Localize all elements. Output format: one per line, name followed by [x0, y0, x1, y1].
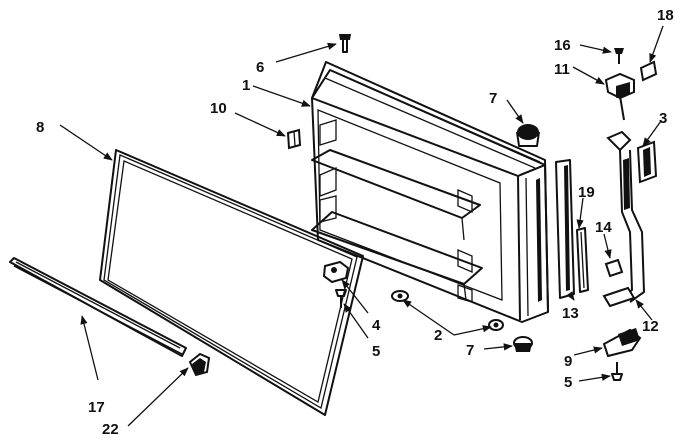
door-trim-strip [9, 257, 187, 357]
callout-5-right: 5 [564, 374, 572, 391]
callout-9: 9 [564, 353, 572, 370]
hinge-shim [639, 60, 658, 82]
pivot-washers [391, 290, 504, 331]
callout-8: 8 [36, 119, 44, 136]
callout-1: 1 [242, 77, 250, 94]
cap-button-top [516, 124, 540, 147]
callout-13: 13 [562, 305, 579, 322]
callout-3: 3 [659, 110, 667, 127]
callout-10: 10 [210, 100, 227, 117]
handle-insert [576, 227, 589, 293]
callout-2: 2 [434, 327, 442, 344]
callout-18: 18 [657, 7, 674, 24]
callout-16: 16 [554, 37, 571, 54]
bottom-hinge [602, 328, 642, 381]
callout-5-left: 5 [372, 343, 380, 360]
callout-6: 6 [256, 59, 264, 76]
handle-strip [555, 159, 575, 299]
callout-7-top: 7 [489, 90, 497, 107]
hinge-bracket [602, 95, 645, 308]
plug-button [286, 128, 302, 150]
callout-17: 17 [88, 399, 105, 416]
callout-labels: 1 2 3 4 5 5 6 7 7 8 9 10 11 12 13 14 16 … [36, 7, 674, 438]
callout-14: 14 [595, 219, 612, 236]
leader-lines [59, 25, 664, 427]
callout-19: 19 [578, 184, 595, 201]
callout-11: 11 [554, 61, 570, 78]
trim-end-cap [188, 352, 211, 377]
hinge-cover [636, 140, 658, 184]
door-liner [311, 61, 549, 323]
top-hinge [604, 48, 635, 100]
callout-4: 4 [372, 317, 381, 334]
callout-22: 22 [102, 421, 119, 438]
callout-7-bottom: 7 [466, 342, 474, 359]
door-gasket [99, 149, 364, 416]
hinge-bushing [513, 336, 533, 352]
door-stop [322, 260, 350, 308]
callout-12: 12 [642, 318, 659, 335]
screw-top [339, 34, 351, 53]
